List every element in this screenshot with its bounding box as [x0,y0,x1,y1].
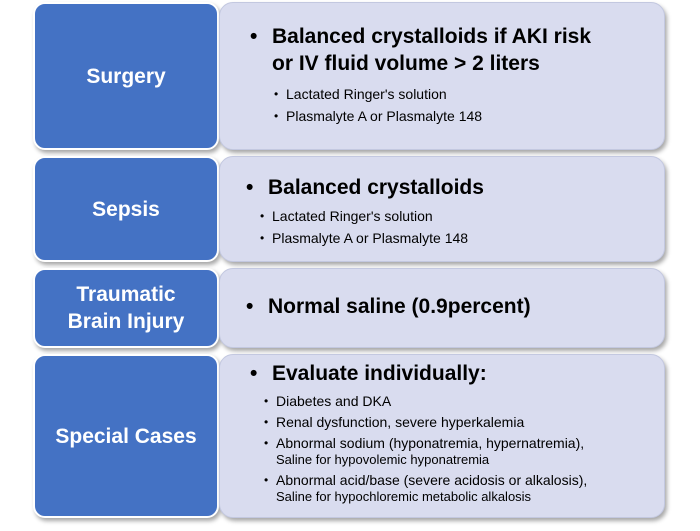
category-label-text: Surgery [86,64,166,88]
content-panel-traumatic-brain-injury: • Normal saline (0.9percent) [219,268,665,348]
list-item-main: Abnormal acid/base (severe acidosis or a… [276,472,588,488]
list-item-text: Lactated Ringer's solution [272,208,433,224]
category-label-text: Sepsis [92,197,160,221]
list-item-text: Abnormal acid/base (severe acidosis or a… [276,471,587,505]
list-item: • Diabetes and DKA [264,392,664,410]
bullet-icon: • [260,231,265,245]
main-recommendation: • Balanced crystalloids [246,174,664,201]
main-line-1: Balanced crystalloids if AKI risk [272,25,592,48]
content-panel-surgery: • Balanced crystalloids if AKI risk or I… [219,2,665,150]
category-label-special-cases: Special Cases [33,354,219,518]
category-label-text: Special Cases [55,424,197,448]
main-recommendation-text: Evaluate individually: [272,362,487,385]
list-item: • Plasmalyte A or Plasmalyte 148 [274,107,664,125]
bullet-icon: • [264,415,269,429]
list-item: • Lactated Ringer's solution [274,85,664,103]
main-recommendation-text: Normal saline (0.9percent) [268,295,531,318]
bullet-icon: • [246,295,254,318]
sub-list: • Diabetes and DKA • Renal dysfunction, … [264,392,664,505]
bullet-icon: • [250,25,258,48]
list-item: • Plasmalyte A or Plasmalyte 148 [260,229,664,247]
list-item-text: Renal dysfunction, severe hyperkalemia [276,414,525,430]
main-recommendation-text: Balanced crystalloids [268,176,484,199]
bullet-icon: • [264,436,269,450]
main-line-2: or IV fluid volume > 2 liters [272,52,540,75]
main-recommendation-text: Balanced crystalloids if AKI risk or IV … [272,23,591,77]
list-item: • Renal dysfunction, severe hyperkalemia [264,413,664,431]
bullet-icon: • [260,209,265,223]
bullet-icon: • [274,87,279,101]
list-item-note: Saline for hypovolemic hyponatremia [276,452,490,467]
label-line-2: Brain Injury [67,310,185,333]
content-panel-special-cases: • Evaluate individually: • Diabetes and … [219,354,665,518]
list-item: • Lactated Ringer's solution [260,207,664,225]
bullet-icon: • [264,394,269,408]
bullet-icon: • [274,109,279,123]
bullet-icon: • [264,473,269,487]
content-panel-sepsis: • Balanced crystalloids • Lactated Ringe… [219,156,665,262]
category-label-surgery: Surgery [33,2,219,150]
category-label-sepsis: Sepsis [33,156,219,262]
list-item-text: Plasmalyte A or Plasmalyte 148 [286,108,483,124]
label-line-1: Traumatic [76,283,176,306]
list-item: • Abnormal sodium (hyponatremia, hyperna… [264,434,664,468]
list-item-text: Diabetes and DKA [276,393,392,409]
sub-list: • Lactated Ringer's solution • Plasmalyt… [260,207,664,247]
list-item-text: Lactated Ringer's solution [286,86,447,102]
list-item-main: Abnormal sodium (hyponatremia, hypernatr… [276,435,585,451]
list-item-text: Plasmalyte A or Plasmalyte 148 [272,230,469,246]
list-item-note: Saline for hypochloremic metabolic alkal… [276,489,532,504]
category-label-traumatic-brain-injury: Traumatic Brain Injury [33,268,219,348]
sub-list: • Lactated Ringer's solution • Plasmalyt… [274,85,664,125]
main-recommendation: • Normal saline (0.9percent) [246,293,664,320]
category-label-text: Traumatic Brain Injury [68,281,185,335]
bullet-icon: • [246,176,254,199]
list-item-text: Abnormal sodium (hyponatremia, hypernatr… [276,434,584,468]
main-recommendation: • Evaluate individually: [250,360,664,387]
bullet-icon: • [250,362,258,385]
main-recommendation: • Balanced crystalloids if AKI risk or I… [250,23,664,77]
list-item: • Abnormal acid/base (severe acidosis or… [264,471,664,505]
